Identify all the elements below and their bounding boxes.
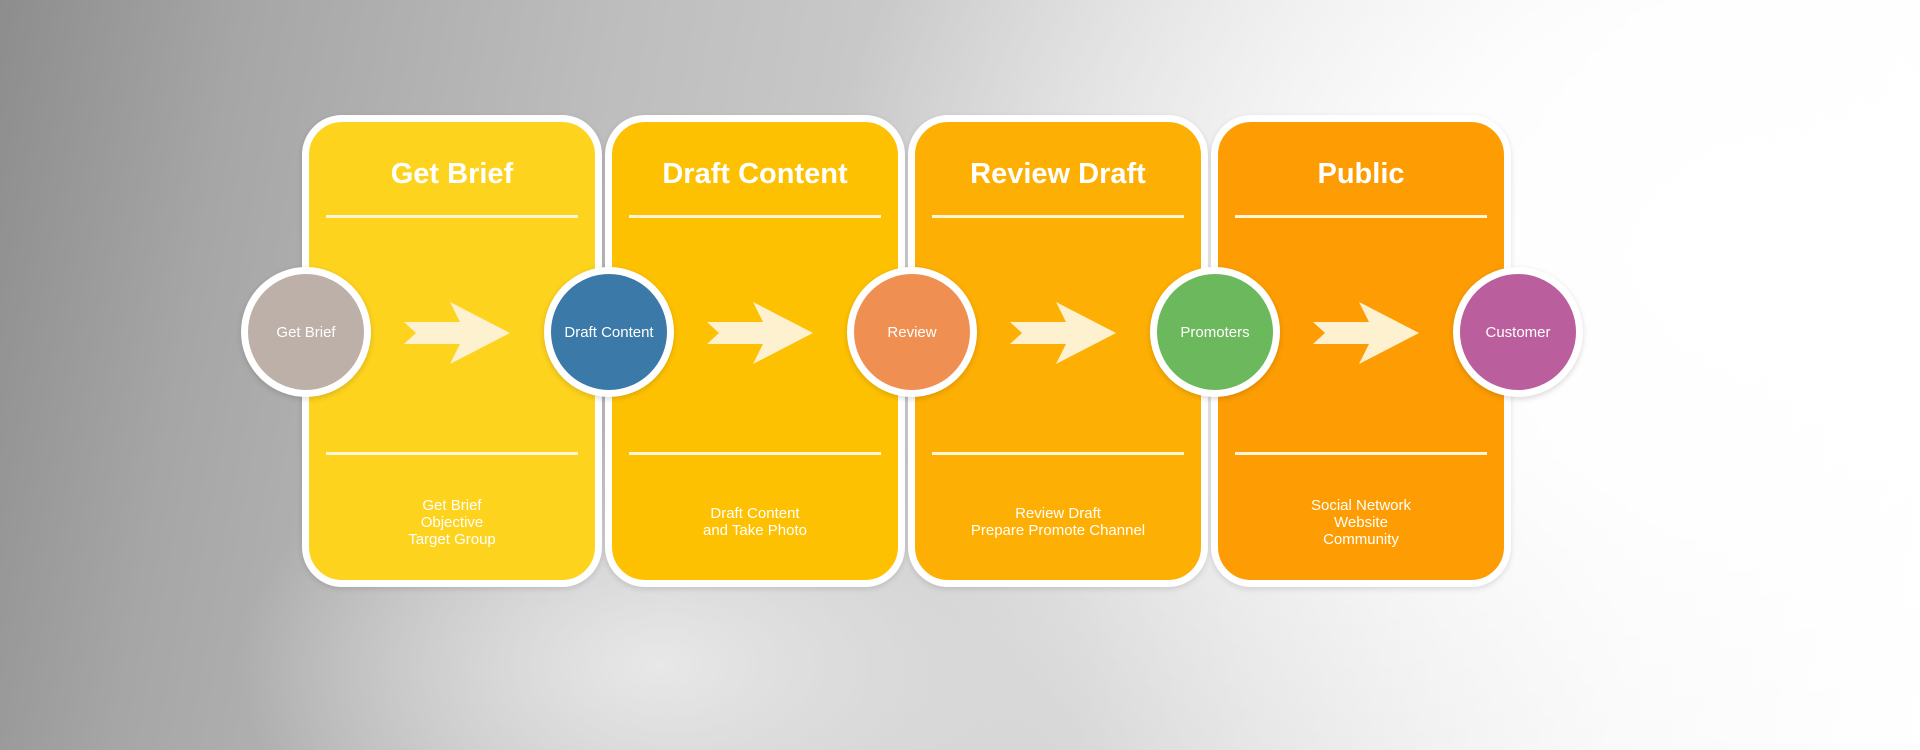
node-label: Customer <box>1485 323 1551 341</box>
arrow-right-icon <box>404 302 510 364</box>
divider <box>629 452 881 455</box>
stage-description: Get Brief Objective Target Group <box>408 496 496 548</box>
divider <box>326 452 578 455</box>
stage-description: Social Network Website Community <box>1310 496 1412 548</box>
node-label: Review <box>887 323 937 341</box>
divider <box>932 452 1184 455</box>
divider <box>932 215 1184 218</box>
node-review: Review <box>847 267 977 397</box>
arrow-right-icon <box>1313 302 1419 364</box>
stage-description: Draft Content and Take Photo <box>703 505 807 539</box>
arrow-right-icon <box>707 302 813 364</box>
node-promoters: Promoters <box>1150 267 1280 397</box>
divider <box>326 215 578 218</box>
divider <box>1235 452 1487 455</box>
divider <box>629 215 881 218</box>
node-draft-content: Draft Content <box>544 267 674 397</box>
stage-title: Draft Content <box>662 158 848 190</box>
stage-description: Review Draft Prepare Promote Channel <box>970 505 1146 539</box>
node-customer: Customer <box>1453 267 1583 397</box>
node-get-brief: Get Brief <box>241 267 371 397</box>
node-label: Promoters <box>1180 323 1250 341</box>
divider <box>1235 215 1487 218</box>
stage-title: Review Draft <box>970 158 1146 190</box>
arrow-right-icon <box>1010 302 1116 364</box>
stage-title: Public <box>1317 158 1405 190</box>
node-label: Get Brief <box>276 323 336 341</box>
node-label: Draft Content <box>564 323 654 341</box>
stage-title: Get Brief <box>390 158 514 190</box>
